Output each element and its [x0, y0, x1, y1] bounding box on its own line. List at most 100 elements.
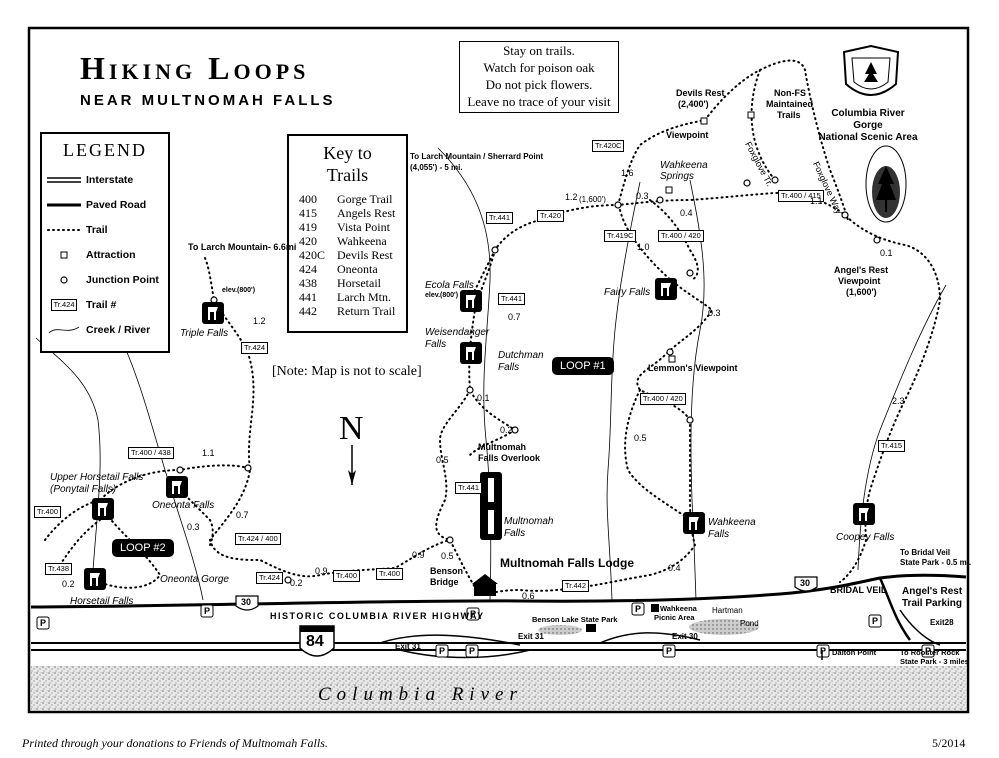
- loop-1-badge: LOOP #1: [552, 357, 614, 375]
- label-upper-horsetail: Upper Horsetail Falls: [50, 472, 144, 483]
- hartman-pond: [689, 619, 759, 635]
- key-trail-name: Devils Rest: [337, 248, 393, 262]
- trail-distance: 0.7: [508, 312, 521, 322]
- trail-number-sample: Tr.424: [50, 298, 78, 311]
- legend-item: Attraction: [42, 242, 168, 267]
- map-title: Hiking Loops: [80, 50, 310, 86]
- key-row: 420C Devils Rest: [289, 248, 406, 262]
- trail-distance: 0.3: [636, 191, 649, 201]
- legend-label: Paved Road: [86, 198, 147, 211]
- svg-text:P: P: [635, 604, 641, 614]
- trail-distance: 2.3: [892, 396, 905, 406]
- trail-distance: 0.1: [880, 248, 893, 258]
- label-non-fs-3: Trails: [777, 110, 801, 120]
- trail-sign: Tr.400: [34, 506, 61, 518]
- trail-distance: 0.1: [477, 393, 490, 403]
- label-wahkeena-picnic: Wahkeena: [660, 604, 697, 613]
- label-benson-lake: Benson Lake State Park: [532, 615, 618, 624]
- legend-item: Junction Point: [42, 267, 168, 292]
- trail-sign: Tr.420: [537, 210, 564, 222]
- trail-rules-box: Stay on trails. Watch for poison oak Do …: [459, 41, 619, 113]
- label-dutchman-2: Falls: [498, 362, 520, 373]
- agency-name: Columbia River Gorge National Scenic Are…: [818, 108, 918, 144]
- lodge-icon: [472, 574, 498, 596]
- hwy-30-shield-left: [235, 595, 259, 611]
- key-trail-name: Larch Mtn.: [337, 290, 391, 304]
- usfs-badge: [838, 44, 904, 111]
- label-horsetail: Horsetail Falls: [70, 596, 134, 607]
- legend-heading: LEGEND: [63, 140, 147, 160]
- key-trail-name: Angels Rest: [337, 206, 396, 220]
- hwy-30-number-right: 30: [800, 578, 811, 588]
- map-subtitle: NEAR MULTNOMAH FALLS: [80, 92, 336, 109]
- rule-line: Do not pick flowers.: [485, 77, 593, 92]
- parking-icons: P P P P P P P P P P: [36, 602, 935, 658]
- trail-distance: 0.6: [522, 591, 535, 601]
- trail-distance: 0.7: [236, 510, 249, 520]
- trail-distance: 1.1: [202, 448, 215, 458]
- trail-sign: Tr.400 / 438: [128, 447, 174, 459]
- trail-sign: Tr.400: [333, 570, 360, 582]
- key-trail-number: 400: [299, 192, 317, 206]
- tree-emblem-icon: [865, 145, 907, 223]
- label-angels-2: Viewpoint: [838, 276, 881, 286]
- legend-item: Interstate: [42, 167, 168, 192]
- creek-symbol-icon: [48, 326, 80, 333]
- label-exit30: Exit 30: [672, 632, 698, 641]
- label-hartman-2: Pond: [740, 619, 759, 628]
- label-rooster: To Rooster Rock: [900, 648, 960, 657]
- key-trail-name: Gorge Trail: [337, 192, 393, 206]
- trail-sign: Tr.419C: [604, 230, 637, 242]
- key-row: 420 Wahkeena: [289, 234, 406, 248]
- key-trail-number: 415: [299, 206, 317, 220]
- legend-label: Attraction: [86, 248, 136, 261]
- svg-text:P: P: [872, 616, 878, 626]
- label-non-fs: Non-FS: [774, 88, 806, 98]
- label-angels-parking-2: Trail Parking: [902, 598, 963, 609]
- label-wahkeena-falls-2: Falls: [708, 529, 730, 540]
- trail-distance: 0.4: [680, 208, 693, 218]
- trail-distance: 1.2: [253, 316, 266, 326]
- trail-distance: 0.5: [634, 433, 647, 443]
- hwy-30-number-left: 30: [241, 597, 252, 607]
- label-angels: Angel's Rest: [834, 265, 889, 275]
- legend-item: Creek / River: [42, 317, 168, 342]
- key-trail-name: Wahkeena: [337, 234, 387, 248]
- multnomah-falls-icon: [480, 472, 502, 540]
- label-oneonta-falls: Oneonta Falls: [152, 500, 215, 511]
- map-note: [Note: Map is not to scale]: [272, 364, 422, 379]
- agency-line: Columbia River Gorge: [831, 108, 905, 131]
- attractions: [665, 111, 755, 363]
- trail-sign: Tr.442: [562, 580, 589, 592]
- key-trail-number: 441: [299, 290, 317, 304]
- i84-shield: [299, 625, 335, 657]
- trail-distance: 0.2: [62, 579, 75, 589]
- key-trail-name: Horsetail: [337, 276, 381, 290]
- trail-distance: 0.5: [441, 551, 454, 561]
- label-dutchman: Dutchman: [498, 350, 544, 361]
- label-ponytail: (Ponytail Falls): [50, 484, 117, 495]
- trail-distance: 0.9: [412, 550, 425, 560]
- trail-distance: 0.9: [315, 566, 328, 576]
- label-bridal-veil: BRIDAL VEIL: [830, 585, 887, 595]
- label-devils-elev: (2,400'): [678, 99, 709, 109]
- label-angels-3: (1,600'): [846, 287, 877, 297]
- trail-distance: 1.1: [810, 196, 823, 206]
- label-exit31a: Exit 31: [395, 642, 421, 651]
- label-bridal-veil-sp-2: State Park - 0.5 mi.: [900, 558, 972, 567]
- label-ecola: Ecola Falls: [425, 280, 474, 291]
- lodge-label: Multnomah Falls Lodge: [500, 556, 634, 570]
- trail-sign: Tr.415: [878, 440, 905, 452]
- trail-symbol-icon: [47, 228, 81, 231]
- key-trail-number: 420C: [299, 248, 326, 262]
- label-exit28: Exit28: [930, 618, 954, 627]
- svg-text:P: P: [820, 646, 826, 656]
- svg-text:P: P: [40, 618, 46, 628]
- label-larch-top: To Larch Mountain / Sherrard Point: [410, 152, 544, 161]
- key-trail-number: 420: [299, 234, 317, 248]
- trail-sign: Tr.441: [498, 293, 525, 305]
- trail-distance: 0.2: [500, 425, 513, 435]
